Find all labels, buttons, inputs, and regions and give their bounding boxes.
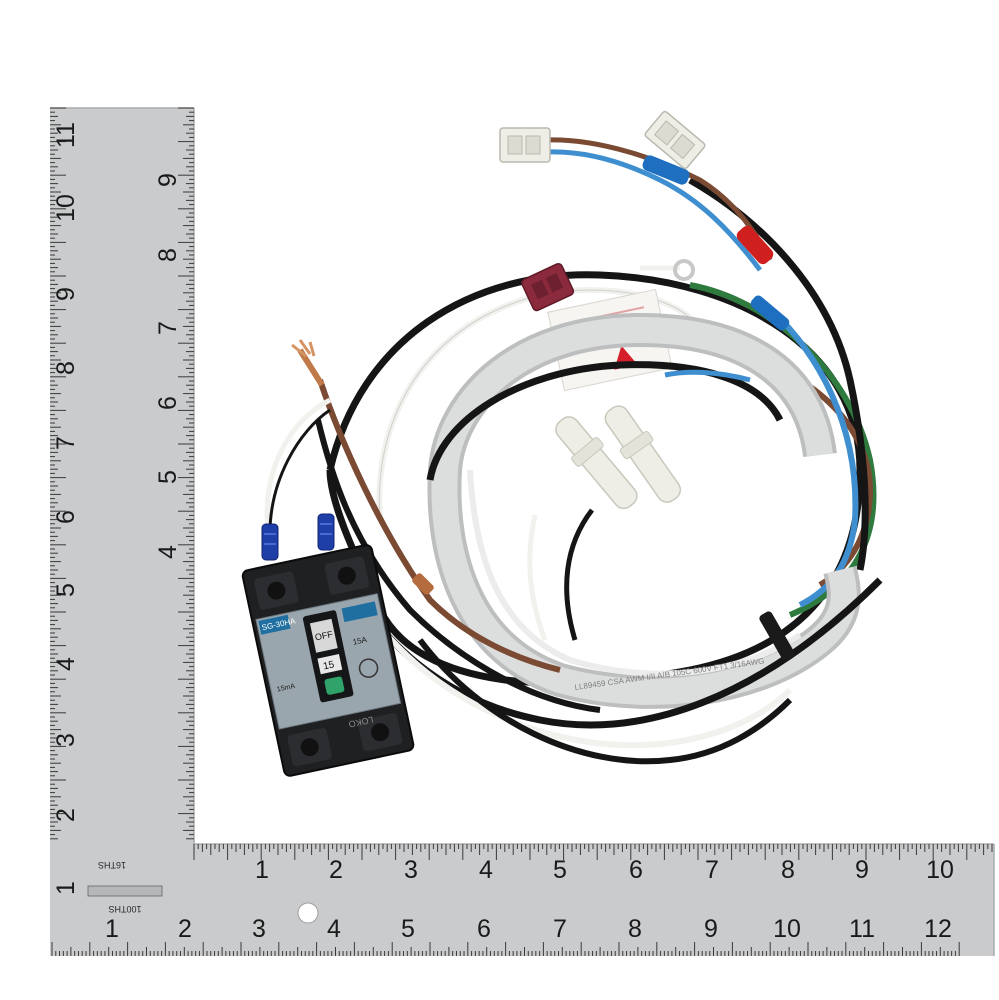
ruler-vertical-arm	[50, 108, 194, 956]
ruler-label: 2	[329, 856, 343, 884]
ruler-label: 5	[553, 856, 567, 884]
maroon-connector	[521, 262, 575, 312]
copper-splice	[412, 573, 434, 595]
ruler-label: 4	[154, 545, 182, 559]
white-wire-breaker	[264, 397, 332, 531]
ruler-label: 3	[252, 915, 266, 943]
breaker-test-button[interactable]	[324, 676, 345, 695]
black-wire-inner-loop	[426, 361, 784, 481]
ruler-label: 10	[773, 915, 801, 943]
copper-wire-end	[291, 339, 325, 387]
ruler-horizontal-top-numbers: 1 2 3 4 5 6 7 8 9 10	[255, 856, 954, 884]
ruler-label: 8	[781, 856, 795, 884]
steel-square-ruler: 11 10 9 8 7 6 5 4 3 2 1 9 8 7 6 5 4 1 2 …	[50, 107, 995, 956]
white-connector-left	[499, 127, 551, 163]
ruler-label: 9	[855, 856, 869, 884]
breaker-rating-label: 15	[322, 659, 336, 672]
fuse-lead-blue	[664, 369, 751, 383]
ruler-label: 9	[704, 915, 718, 943]
fuse-lead-white	[527, 514, 548, 641]
ruler-label: 6	[629, 856, 643, 884]
ruler-label: 9	[154, 173, 182, 187]
breaker-sensitivity-text: 15mA	[276, 683, 296, 694]
breaker-rating-text: 15A	[352, 635, 368, 647]
ruler-label: 6	[52, 510, 80, 524]
white-connector-right	[644, 110, 706, 170]
blue-sleeve	[642, 155, 690, 185]
ruler-label: 7	[52, 436, 80, 450]
blue-crimp-terminal-right	[317, 513, 335, 551]
inline-fuse-holder-right	[604, 405, 682, 503]
red-sleeve	[736, 225, 774, 265]
ruler-label: 5	[52, 583, 80, 597]
ruler-scale-box	[87, 885, 163, 897]
ruler-label: 9	[52, 287, 80, 301]
ruler-label: 6	[477, 915, 491, 943]
circuit-breaker: SG-30HA OFF 15 15A 15mA LOKO	[241, 544, 415, 777]
blue-sleeve-lower	[750, 295, 790, 331]
blue-crimp-terminal-left	[261, 523, 279, 561]
ruler-label: 5	[154, 470, 182, 484]
wire-harness: LL89459 CSA AWM I/II A/B 105C 600V FT1 3…	[241, 110, 883, 777]
ruler-label: 8	[628, 915, 642, 943]
ruler-label: 8	[52, 361, 80, 375]
ruler-label: 2	[178, 915, 192, 943]
ruler-label: 11	[849, 915, 875, 943]
ring-terminal	[640, 259, 695, 281]
ruler-label: 12	[924, 915, 952, 943]
ruler-horizontal-arm	[50, 844, 994, 956]
breaker-switch-label: OFF	[314, 629, 334, 643]
ruler-label: 2	[52, 808, 80, 822]
blue-lead-top	[544, 149, 762, 272]
ruler-label: 4	[52, 657, 80, 671]
ruler-label: 1	[52, 881, 80, 895]
breaker-toggle[interactable]	[309, 618, 338, 653]
ruler-vertical-outer-numbers: 9 8 7 6 5 4	[154, 173, 182, 559]
ruler-label: 7	[553, 915, 567, 943]
ruler-label: 7	[705, 856, 719, 884]
black-wire-breaker-left	[268, 408, 331, 541]
ruler-hole	[297, 902, 319, 924]
black-wire-breaker	[315, 419, 601, 713]
ruler-scale-label-100ths: 100THS	[108, 904, 141, 914]
ruler-vertical-inner-numbers: 11 10 9 8 7 6 5 4 3 2 1	[52, 122, 80, 895]
ruler-label: 4	[327, 915, 341, 943]
ruler-label: 4	[479, 856, 493, 884]
ruler-label: 6	[154, 396, 182, 410]
ruler-tick-marks	[50, 107, 993, 956]
inline-fuse-holder-left	[555, 416, 638, 510]
ruler-label: 10	[52, 194, 80, 222]
ruler-label: 8	[154, 248, 182, 262]
white-wire-bottom	[357, 598, 793, 749]
ruler-label: 10	[926, 856, 954, 884]
ruler-label: 3	[52, 733, 80, 747]
ruler-label: 1	[105, 915, 119, 943]
fuse-lead-black	[564, 508, 594, 641]
cable-tie	[759, 611, 795, 661]
black-wire-bottom-2	[417, 638, 793, 765]
ruler-label: 3	[404, 856, 418, 884]
ruler-label: 1	[255, 856, 269, 884]
ruler-horizontal-bottom-numbers: 1 2 3 4 5 6 7 8 9 10 11 12	[105, 915, 952, 943]
ruler-label: 11	[52, 122, 80, 148]
ruler-label: 7	[154, 321, 182, 335]
ruler-label: 5	[401, 915, 415, 943]
ruler-scale-label-16ths: 16THS	[98, 860, 126, 870]
